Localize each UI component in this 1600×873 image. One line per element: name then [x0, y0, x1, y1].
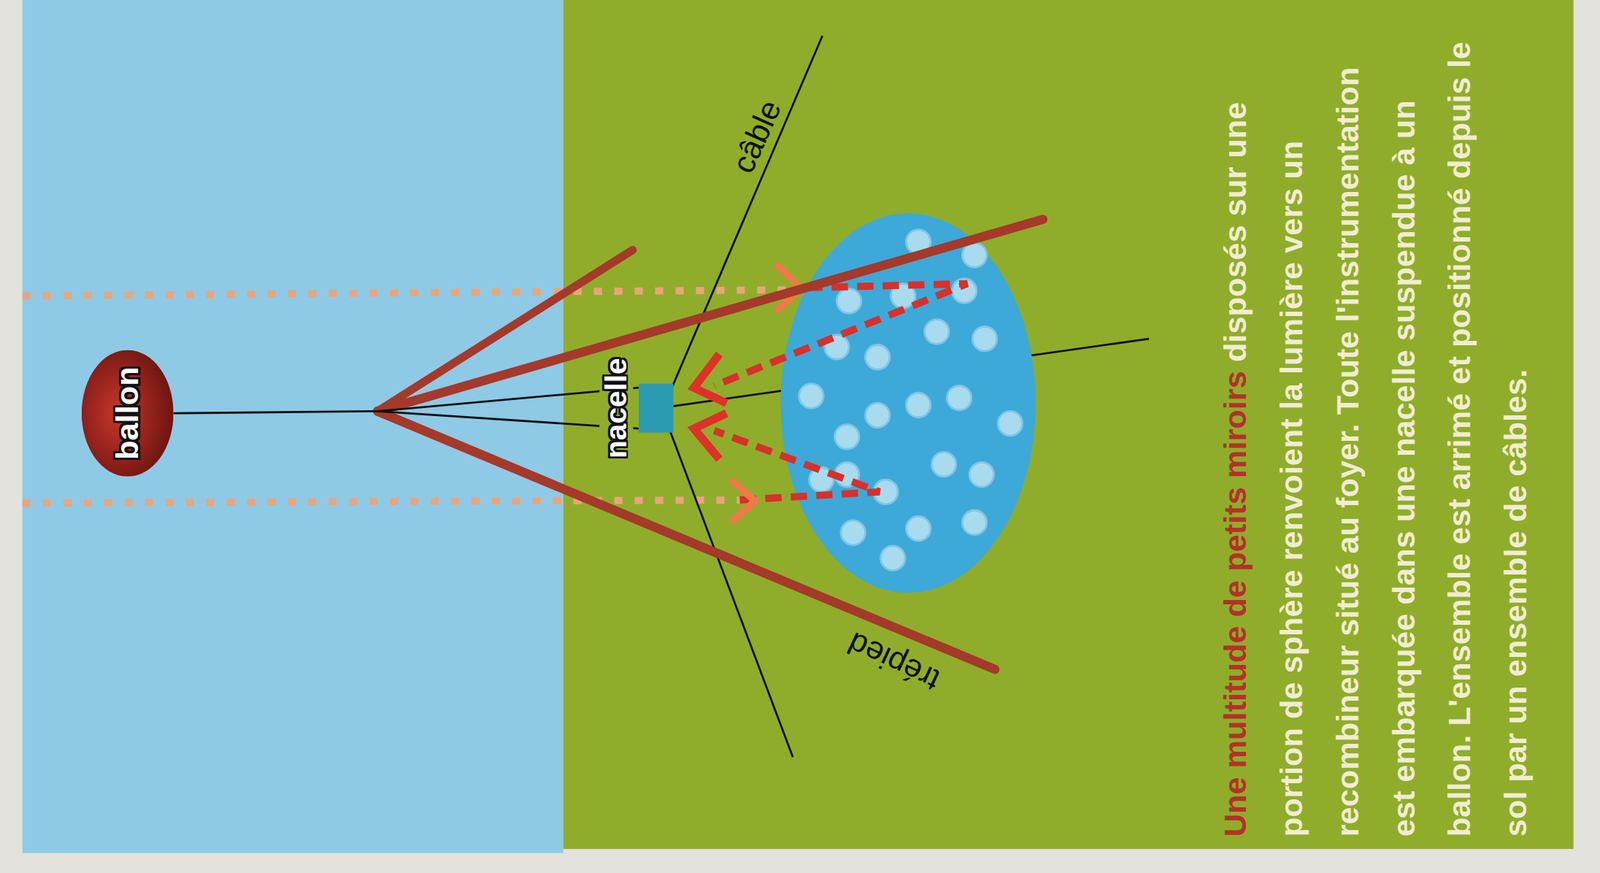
ground-band	[563, 0, 1574, 849]
gondola-label: nacelle	[599, 354, 633, 463]
light-ray	[22, 500, 741, 503]
arrow-head	[694, 354, 728, 403]
arrow-head	[730, 479, 756, 523]
gondola-node: nacelle	[638, 383, 674, 433]
balloon-node: ballon	[81, 350, 174, 477]
caption-text: Une multitude de petits miroirsdisposés …	[1207, 30, 1544, 837]
sky-band	[22, 0, 564, 854]
tripod-leg	[377, 410, 995, 670]
cable-line	[668, 426, 794, 757]
suspension-line	[173, 387, 639, 414]
light-ray	[22, 289, 797, 296]
caption-body: disposés sur une portion de sphère renvo…	[1217, 41, 1534, 837]
tripod-leg	[377, 219, 1043, 412]
arrow-head	[694, 413, 728, 460]
caption-highlight: Une multitude de petits miroirs	[1217, 370, 1254, 837]
tripod-leg	[377, 250, 633, 412]
balloon-label: ballon	[109, 366, 146, 460]
mirror-sphere	[780, 213, 1036, 593]
